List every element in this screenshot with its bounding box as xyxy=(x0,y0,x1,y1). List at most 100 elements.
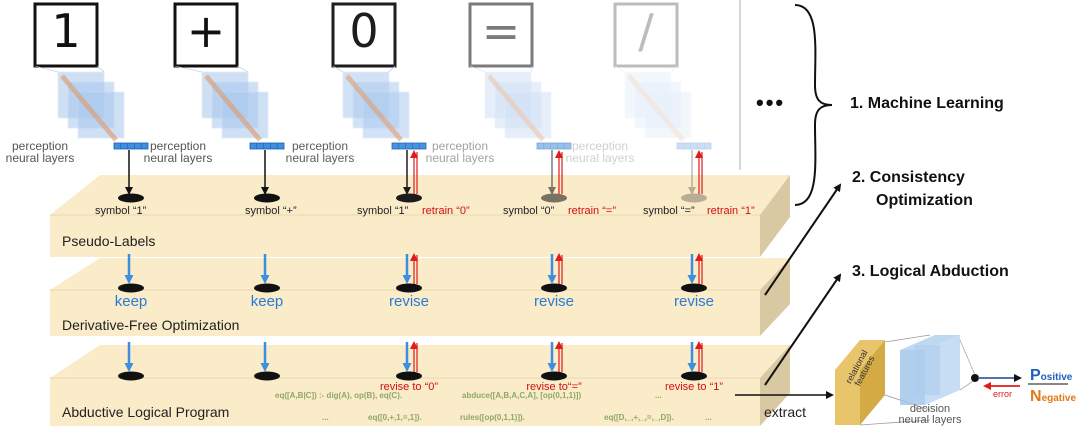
retrain-label: retrain “1” xyxy=(707,205,755,217)
digit-image-frame xyxy=(33,2,99,68)
symbol-node xyxy=(396,193,422,203)
code-line: abduce([A,B,A,C,A], [op(0,1,1)]) xyxy=(462,391,582,400)
alp-node xyxy=(254,371,280,381)
receptive-field xyxy=(345,74,403,142)
feature-vector xyxy=(113,142,149,150)
dfo-node xyxy=(254,283,280,293)
feature-vector xyxy=(249,142,285,150)
positive-initial: P xyxy=(1030,367,1041,384)
retrain-label: retrain “0” xyxy=(422,205,470,217)
dfo-node xyxy=(681,283,707,293)
decision-layers-label: decision neural layers xyxy=(898,403,962,426)
curly-brace xyxy=(794,4,833,206)
digit-glyph: = xyxy=(481,4,521,58)
symbol-label: symbol “1” xyxy=(357,205,409,217)
alp-node xyxy=(396,371,422,381)
code-line: rules([op(0,1,1)]). xyxy=(460,413,525,422)
receptive-field xyxy=(204,74,262,142)
decision-neural-layers xyxy=(900,335,976,405)
arrow-to-abduction xyxy=(764,273,842,386)
symbol-node xyxy=(118,193,144,203)
symbol-label: symbol “=” xyxy=(643,205,695,217)
symbol-node xyxy=(254,193,280,203)
neural-layer xyxy=(504,91,552,139)
retrain-label: retrain “=” xyxy=(568,205,616,217)
dfo-action: revise xyxy=(673,293,714,310)
revise-to-label: revise to “0” xyxy=(379,381,439,393)
perception-label: perception neural layers xyxy=(143,139,213,165)
neural-layer xyxy=(221,91,269,139)
digit-column xyxy=(613,2,712,203)
negative-rest: egative xyxy=(1041,393,1077,404)
digit-glyph: + xyxy=(186,4,226,58)
dfo-node xyxy=(118,283,144,293)
error-label: error xyxy=(993,389,1013,399)
dfo-action: keep xyxy=(114,293,148,310)
dfo-action: keep xyxy=(250,293,284,310)
alp-node xyxy=(681,371,707,381)
perception-label: perception neural layers xyxy=(285,139,355,165)
digit-glyph: / xyxy=(638,4,654,58)
neural-layer xyxy=(362,91,410,139)
neural-layer xyxy=(494,81,542,129)
relational-features-block xyxy=(835,340,885,425)
code-line: ... xyxy=(705,413,712,422)
alp-title: Abductive Logical Program xyxy=(62,404,230,420)
perception-label: perception neural layers xyxy=(5,139,75,165)
dfo-action: revise xyxy=(533,293,574,310)
output-node xyxy=(971,374,979,382)
positive-rest: ositive xyxy=(1040,372,1073,383)
dfo-title: Derivative-Free Optimization xyxy=(62,317,240,333)
symbol-node xyxy=(681,193,707,203)
dfo-node xyxy=(396,283,422,293)
extract-label: extract xyxy=(764,404,807,420)
code-line: ... xyxy=(322,413,329,422)
step-consistency: 2. Consistency xyxy=(852,169,965,186)
step-optimization: Optimization xyxy=(876,192,973,209)
receptive-field xyxy=(487,74,545,142)
revise-to-label: revise to “1” xyxy=(664,381,724,393)
neural-layer xyxy=(644,91,692,139)
digit-glyph: 1 xyxy=(51,4,81,58)
digit-image-frame xyxy=(331,2,397,68)
arrow-to-consistency xyxy=(764,183,842,296)
perception-label: perception neural layers xyxy=(565,139,635,165)
receptive-field xyxy=(60,74,118,142)
feature-vector xyxy=(536,142,572,150)
neural-layer xyxy=(624,71,672,119)
code-line: eq([D,_,+,_,=,_,D]). xyxy=(604,413,674,422)
receptive-field xyxy=(627,74,685,142)
feature-vector xyxy=(676,142,712,150)
digit-column xyxy=(468,2,572,203)
digit-column xyxy=(33,2,149,203)
digit-column xyxy=(173,2,285,203)
positive-label: Positive xyxy=(1030,368,1072,384)
slab-pseudo-labels xyxy=(50,175,790,257)
dfo-action: revise xyxy=(388,293,429,310)
negative-label: Negative xyxy=(1030,389,1076,405)
digit-image-frame xyxy=(173,2,239,68)
neural-layer xyxy=(77,91,125,139)
digit-glyph: 0 xyxy=(349,4,379,58)
alp-node xyxy=(541,371,567,381)
perception-label: perception neural layers xyxy=(425,139,495,165)
code-line: eq([A,B|C]) :- dig(A), op(B), eq(C). xyxy=(275,391,403,400)
digit-image-frame xyxy=(468,2,534,68)
symbol-label: symbol “+” xyxy=(245,205,297,217)
digit-image-frame xyxy=(613,2,679,68)
ellipsis: ••• xyxy=(756,90,786,115)
dfo-node xyxy=(541,283,567,293)
symbol-label: symbol “0” xyxy=(503,205,555,217)
revise-to-label: revise to“=” xyxy=(526,381,582,393)
digit-column xyxy=(331,2,427,203)
code-line: eq([0,+,1,=,1]). xyxy=(368,413,422,422)
neural-layer xyxy=(634,81,682,129)
code-line: ... xyxy=(655,391,662,400)
negative-initial: N xyxy=(1030,388,1042,405)
pseudo-labels-title: Pseudo-Labels xyxy=(62,233,156,249)
feature-vector xyxy=(391,142,427,150)
step-logical-abduction: 3. Logical Abduction xyxy=(852,263,1009,280)
neural-layer xyxy=(484,71,532,119)
